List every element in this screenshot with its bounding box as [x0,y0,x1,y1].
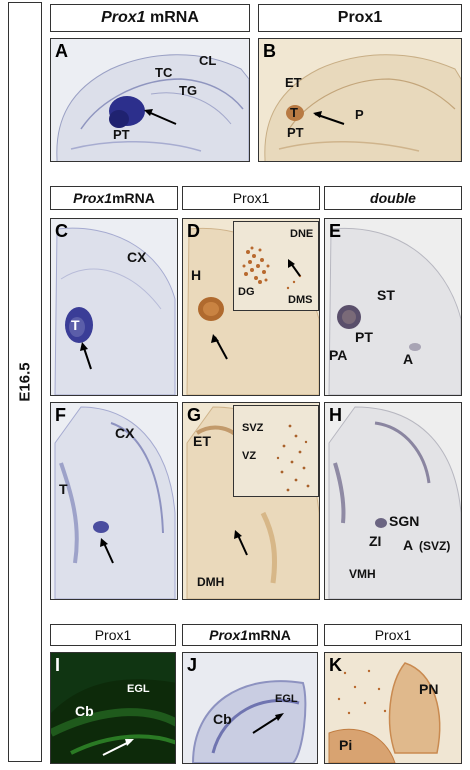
label-pt: PT [355,329,373,345]
header-prox1-row4-k: Prox1 [324,624,462,646]
label-egl: EGL [127,683,150,695]
panel-c: C CX T [50,218,178,396]
panel-b: B ET T P PT [258,38,462,162]
label-cb: Cb [75,703,94,719]
label-pi: Pi [339,737,353,753]
label-sgn: SGN [389,513,420,529]
panel-i: I Cb EGL [50,652,176,764]
panel-f: F CX T [50,402,178,600]
panel-k-section-image [328,662,441,763]
label-pa: PA [329,347,348,363]
panel-letter: G [187,405,202,425]
panel-g: G ET DMH SVZ VZ [182,402,320,600]
label-cx: CX [115,425,135,441]
label-pt: PT [113,127,130,142]
panel-k: K PN Pi [324,652,462,764]
label-a: A [403,351,414,367]
label-pt: PT [287,125,304,140]
panel-letter: B [263,41,276,61]
label-p: P [355,107,364,122]
panel-d-inset-image [242,246,302,290]
panel-e: E ST PT PA A [324,218,462,396]
panel-letter: H [329,405,342,425]
header-text: Prox1 [374,627,412,643]
panel-letter: J [187,655,198,675]
header-prox1-protein-row1: Prox1 [258,4,462,32]
header-prox1-mrna-row1: Prox1 mRNA [50,4,250,32]
panel-a-section-image [56,54,249,161]
header-prox1-mrna-row2: Prox1 mRNA [50,186,178,210]
label-st: ST [377,287,395,303]
label-tc: TC [155,65,173,80]
age-label: E16.5 [16,362,34,402]
label-svz: (SVZ) [419,539,451,553]
panel-h: H SGN ZI A (SVZ) VMH [324,402,462,600]
label-tg: TG [179,83,198,98]
panel-d: D H DNE DG DMS [182,218,320,396]
label-vz: VZ [242,450,257,462]
header-rest-text: mRNA [112,190,155,206]
header-rest-text: mRNA [248,627,291,643]
panel-letter: C [55,221,68,241]
label-dne: DNE [290,228,314,240]
label-svz: SVZ [242,422,264,434]
label-a: A [403,537,414,553]
panel-g-inset: SVZ VZ [233,405,319,497]
panel-d-inset: DNE DG DMS [233,221,319,311]
panel-e-section-image [328,227,461,395]
header-italic-text: Prox1 [209,627,249,643]
header-text: Prox1 [337,9,383,26]
panel-b-section-image [264,54,461,161]
label-t: T [71,317,80,333]
label-zi: ZI [369,533,382,549]
label-t: T [59,481,68,497]
panel-j-section-image [191,680,307,763]
label-pn: PN [419,681,439,697]
age-sidebar: E16.5 [8,2,42,762]
header-italic-text: double [370,190,416,206]
label-h: H [191,267,202,283]
header-prox1-mrna-row4: Prox1 mRNA [182,624,318,646]
label-dmh: DMH [197,575,225,589]
label-dms: DMS [288,294,313,306]
label-cx: CX [127,249,147,265]
header-italic-text: Prox1 [73,190,113,206]
label-t: T [290,105,298,120]
header-text: Prox1 [94,627,132,643]
header-double-row2: double [324,186,462,210]
header-text: Prox1 [232,190,270,206]
label-dg: DG [238,286,255,298]
panel-a: A CL TC TG PT [50,38,250,162]
panel-letter: E [329,221,342,241]
panel-letter: I [55,655,61,675]
panel-letter: K [329,655,342,675]
label-vmh: VMH [349,567,376,581]
label-et: ET [193,433,211,449]
panel-h-section-image [328,406,461,599]
header-italic-text: Prox1 [101,9,146,26]
panel-g-inset-image [276,424,310,492]
panel-letter: F [55,405,66,425]
header-rest-text: mRNA [145,9,199,26]
label-cb: Cb [213,711,232,727]
panel-letter: D [187,221,200,241]
panel-j: J Cb EGL [182,652,318,764]
panel-i-section-image [51,653,175,756]
header-prox1-row4-i: Prox1 [50,624,176,646]
label-et: ET [285,75,302,90]
panel-f-section-image [54,406,176,599]
panel-c-section-image [54,227,176,395]
label-cl: CL [199,53,217,68]
label-egl: EGL [275,693,298,705]
panel-letter: A [55,41,68,61]
header-prox1-protein-row2: Prox1 [182,186,320,210]
